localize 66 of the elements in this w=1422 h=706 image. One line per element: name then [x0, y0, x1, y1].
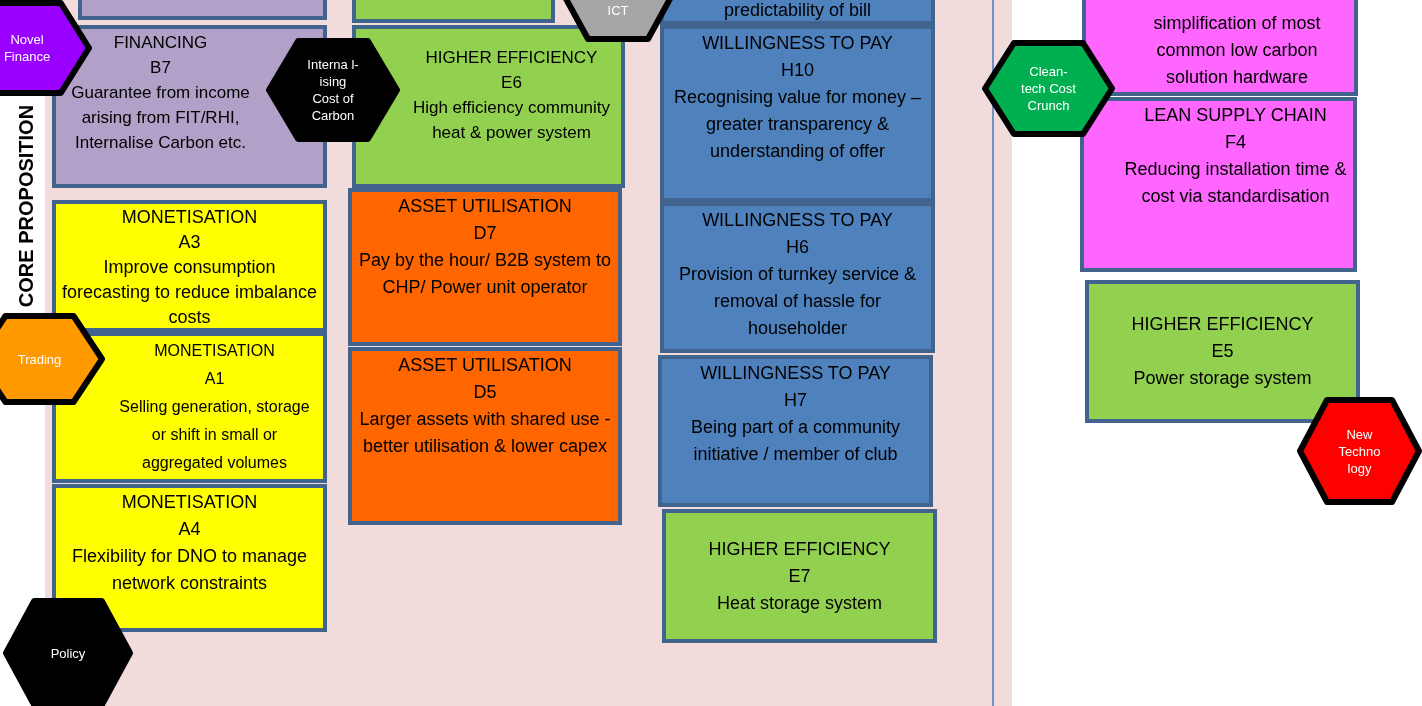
item-description: Larger assets with shared use - better utilisation & lower capex: [358, 408, 612, 458]
item-code: D5: [473, 381, 497, 404]
category-heading: MONETISATION: [154, 341, 275, 361]
item-code: B7: [150, 57, 171, 79]
item-code: D7: [473, 222, 497, 245]
hexagon-label: Novel Finance: [2, 31, 52, 65]
item-description: Flexibility for DNO to manage network constraints: [70, 545, 309, 595]
driver-hexagon: [266, 38, 400, 142]
item-description: Heat storage system: [716, 591, 883, 615]
proposition-box: [658, 355, 933, 507]
driver-hexagon: [982, 40, 1115, 137]
category-heading: MONETISATION: [121, 491, 258, 514]
proposition-box: [348, 347, 622, 525]
proposition-box: [1082, 0, 1358, 96]
hexagon-label: Clean-tech Cost Crunch: [1020, 63, 1077, 114]
partial-box: [78, 0, 327, 20]
item-code: E6: [501, 72, 522, 94]
vertical-title: CORE PROPOSITION: [14, 104, 38, 308]
item-description: Improve consumption forecasting to reduce imbalance costs: [60, 256, 319, 328]
proposition-box: [52, 484, 327, 632]
item-code: H6: [786, 236, 809, 259]
category-heading: WILLINGNESS TO PAY: [700, 362, 891, 385]
proposition-box: [1080, 97, 1357, 272]
item-description: simplification of most common low carbon solution hardware: [1152, 12, 1322, 89]
category-heading: WILLINGNESS TO PAY: [702, 209, 893, 232]
item-code: H10: [781, 59, 814, 82]
item-description: Provision of turnkey service & removal of hassle for householder: [677, 263, 918, 340]
item-description: Pay by the hour/ B2B system to CHP/ Power unit operator: [357, 249, 613, 299]
item-code: E7: [788, 564, 811, 588]
category-heading: WILLINGNESS TO PAY: [702, 32, 893, 55]
item-description: Being part of a community initiative / member of club: [689, 416, 902, 466]
hexagon-label: New Techno logy: [1337, 425, 1382, 477]
proposition-box: [1085, 280, 1360, 423]
category-heading: HIGHER EFFICIENCY: [1131, 313, 1314, 336]
item-description: predictability of bill: [723, 0, 872, 20]
item-description: Reducing installation time & cost via standardisation: [1123, 158, 1348, 208]
item-code: A4: [178, 518, 201, 541]
hexagon-label: Policy: [49, 644, 87, 662]
category-heading: ASSET UTILISATION: [398, 195, 572, 218]
item-code: A3: [178, 231, 201, 254]
category-heading: HIGHER EFFICIENCY: [708, 537, 891, 561]
item-description: High efficiency community heat & power system: [411, 97, 612, 144]
category-heading: FINANCING: [113, 32, 208, 54]
item-code: H7: [784, 389, 807, 412]
category-heading: LEAN SUPPLY CHAIN: [1144, 104, 1327, 127]
category-heading: HIGHER EFFICIENCY: [425, 47, 598, 69]
proposition-box: [662, 509, 937, 643]
category-heading: MONETISATION: [121, 206, 258, 229]
category-heading: ASSET UTILISATION: [398, 354, 572, 377]
hexagon-label: Trading: [16, 350, 63, 368]
proposition-box: [660, 0, 935, 25]
driver-hexagon: [3, 598, 133, 706]
hexagon-label: Interna l-ising Cost of Carbon: [306, 56, 360, 124]
driver-hexagon: [0, 313, 105, 405]
item-description: Guarantee from income arising from FIT/RHI, Internalise Carbon etc.: [70, 82, 251, 154]
item-description: Recognising value for money – greater transparency & understanding of offer: [672, 86, 923, 163]
item-code: A1: [204, 369, 225, 389]
proposition-box: [348, 188, 622, 346]
item-code: F4: [1225, 131, 1246, 154]
proposition-box: [52, 200, 327, 332]
partial-box: [352, 0, 555, 23]
driver-hexagon: [1297, 397, 1422, 505]
item-code: E5: [1211, 340, 1234, 363]
item-description: Selling generation, storage or shift in small or aggregated volumes: [118, 397, 311, 473]
proposition-box: [660, 202, 935, 353]
item-description: Power storage system: [1133, 367, 1312, 390]
